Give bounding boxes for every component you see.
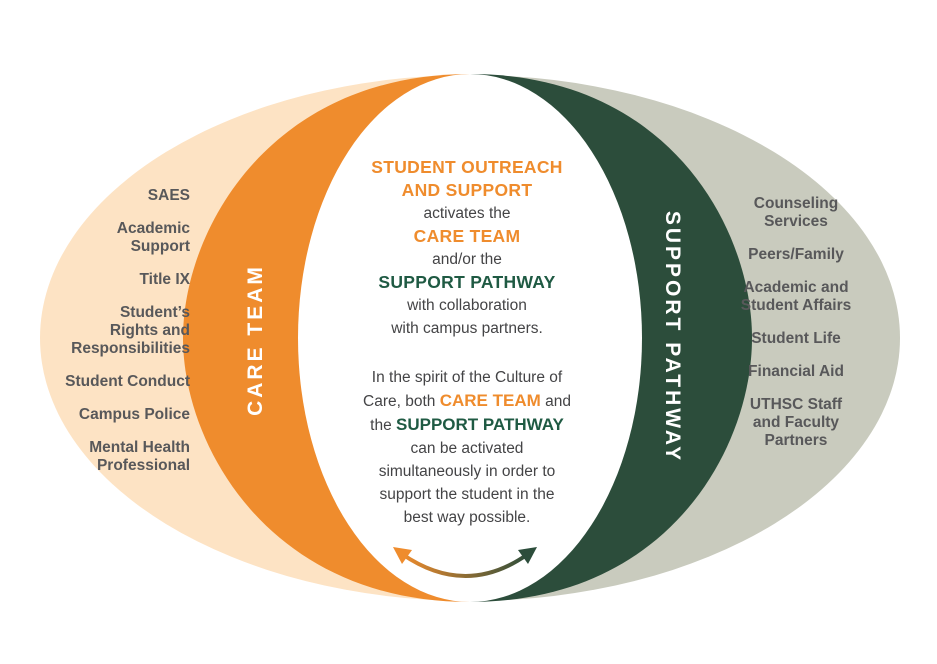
center-support-pathway-text: SUPPORT PATHWAY	[378, 272, 556, 292]
spirit-line1: In the spirit of the Culture of	[371, 369, 563, 386]
center-activates-text: activates the	[423, 205, 511, 222]
center-bottom-block: In the spirit of the Culture of Care, bo…	[322, 366, 612, 529]
spirit-support-pathway: SUPPORT PATHWAY	[396, 415, 564, 434]
spirit-line2-a: Care, both	[363, 393, 436, 410]
double-headed-curved-arrow-icon	[393, 547, 537, 578]
center-top-block: STUDENT OUTREACH AND SUPPORT activates t…	[322, 156, 612, 340]
center-heading-line2: AND SUPPORT	[401, 180, 533, 200]
spirit-care-team: CARE TEAM	[439, 391, 541, 410]
center-and-or-text: and/or the	[432, 251, 502, 268]
spirit-line5: simultaneously in order to	[378, 463, 556, 480]
center-collab-line2: with campus partners.	[391, 320, 543, 337]
center-care-team-text: CARE TEAM	[413, 226, 521, 246]
support-pathway-label: SUPPORT PATHWAY	[661, 210, 684, 464]
left-partner-item: Title IX	[139, 271, 190, 288]
left-partner-item: Student Conduct	[65, 373, 190, 390]
left-partner-item: SAES	[147, 187, 190, 204]
right-partner-item: Peers/Family	[748, 246, 844, 263]
spirit-line6: support the student in the	[379, 486, 555, 503]
care-team-label: CARE TEAM	[244, 264, 267, 416]
spirit-line2: Care, both CARE TEAM and	[322, 389, 612, 413]
left-partner-item: Campus Police	[78, 406, 190, 423]
center-heading-line1: STUDENT OUTREACH	[371, 157, 563, 177]
right-partner-item: Student Life	[751, 330, 841, 347]
center-oval	[298, 74, 642, 602]
spirit-line7: best way possible.	[403, 509, 531, 526]
spirit-line2-c: and	[545, 393, 571, 410]
spirit-line3: the SUPPORT PATHWAY	[322, 413, 612, 437]
center-collab-line1: with collaboration	[407, 297, 527, 314]
spirit-line4: can be activated	[410, 440, 524, 457]
spirit-line3-a: the	[370, 417, 392, 434]
right-partner-item: Financial Aid	[748, 363, 844, 380]
